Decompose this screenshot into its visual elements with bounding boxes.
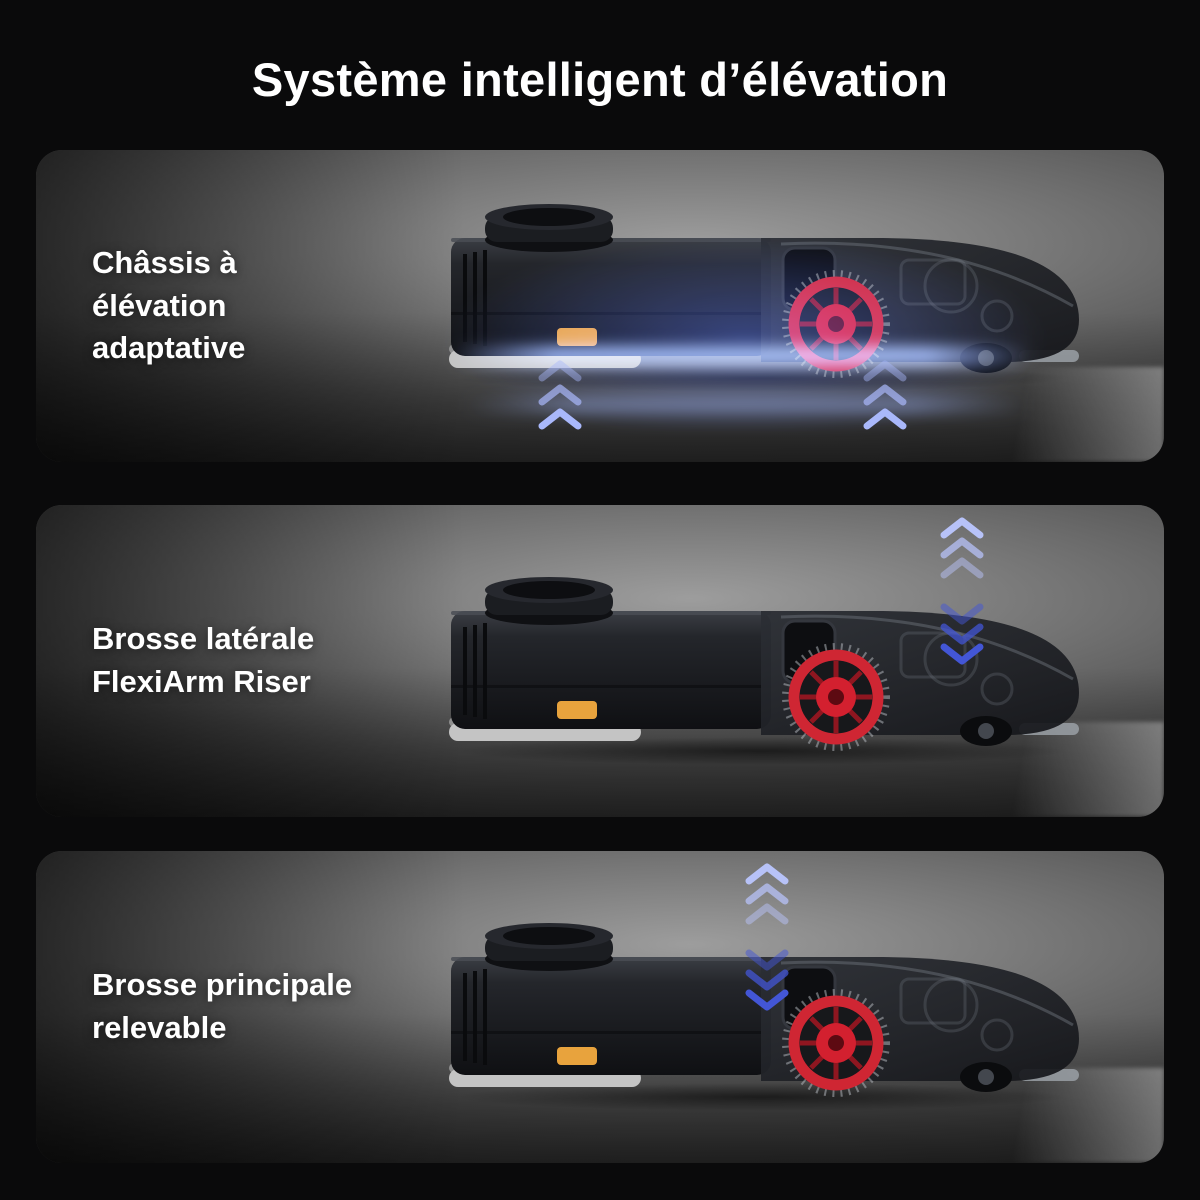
robot-vacuum-illustration: [431, 547, 1091, 777]
label-line: Châssis à: [92, 244, 237, 280]
feature-panel-flexiarm-riser: Brosse latérale FlexiArm Riser: [36, 505, 1164, 817]
feature-panel-adaptive-chassis: Châssis à élévation adaptative: [36, 150, 1164, 462]
page-title: Système intelligent d’élévation: [251, 53, 949, 106]
label-line: adaptative: [92, 330, 246, 366]
up-down-chevrons-icon: [936, 515, 988, 667]
label-line: FlexiArm Riser: [92, 664, 311, 699]
feature-label: Châssis à élévation adaptative: [92, 150, 245, 462]
label-line: élévation: [92, 287, 227, 323]
feature-panel-main-brush: Brosse principale relevable: [36, 851, 1164, 1163]
up-chevrons-icon: [859, 360, 911, 432]
up-chevrons-icon: [534, 360, 586, 432]
robot-vacuum-illustration: [431, 174, 1091, 404]
feature-label: Brosse principale relevable: [92, 851, 352, 1163]
up-down-chevrons-icon: [741, 861, 793, 1013]
label-line: Brosse latérale: [92, 621, 315, 657]
label-line: Brosse principale: [92, 967, 353, 1003]
feature-label: Brosse latérale FlexiArm Riser: [92, 505, 314, 817]
label-line: relevable: [92, 1010, 227, 1045]
